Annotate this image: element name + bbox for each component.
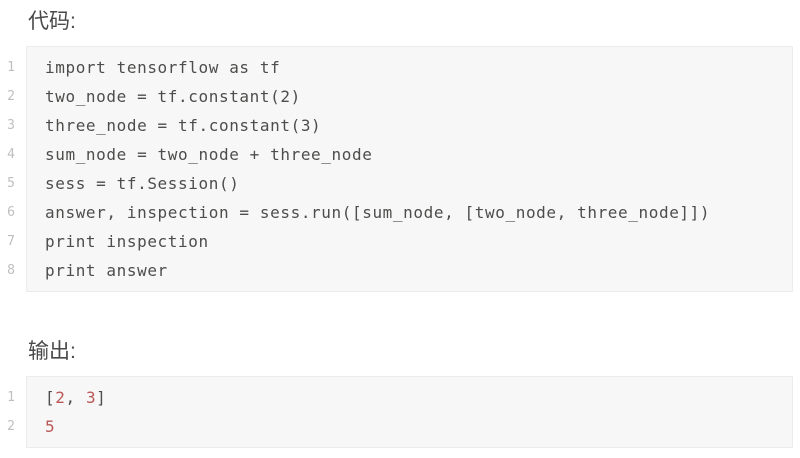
line-number: 8 [7,263,15,278]
plain-token: , [65,388,86,407]
line-number: 5 [7,176,15,191]
code-heading: 代码: [28,10,76,33]
code-line: three_node = tf.constant(3) [45,116,322,135]
code-line: [2, 3] [45,383,782,412]
line-number: 4 [7,147,15,162]
code-block: 1 2 3 4 5 6 7 8 import tensorflow as tf two_node… [0,46,793,292]
plain-token: ] [96,388,107,407]
code-section: 代码: 1 2 3 4 5 6 7 8 import tensorflow as tf two_… [0,6,800,292]
line-number: 6 [7,205,15,220]
code-line: sum_node = two_node + three_node [45,145,373,164]
output-content: [2, 3] 5 [26,376,793,448]
code-line: print inspection [45,232,209,251]
line-number: 3 [7,118,15,133]
line-number: 1 [7,390,15,405]
number-token: 3 [85,388,97,407]
code-line: 5 [45,412,782,441]
plain-token: [ [45,388,56,407]
line-number: 7 [7,234,15,249]
code-line: two_node = tf.constant(2) [45,87,301,106]
code-content: import tensorflow as tf two_node = tf.con… [26,46,793,292]
line-number: 1 [7,60,15,75]
code-line-numbers: 1 2 3 4 5 6 7 8 [0,46,26,292]
number-token: 5 [45,417,56,436]
code-line: print answer [45,261,168,280]
code-line: sess = tf.Session() [45,174,240,193]
line-number: 2 [7,89,15,104]
number-token: 2 [55,388,66,407]
code-line: answer, inspection = sess.run([sum_node,… [45,203,711,222]
line-number: 2 [7,419,15,434]
output-heading: 输出: [28,340,76,363]
code-line: import tensorflow as tf [45,58,281,77]
